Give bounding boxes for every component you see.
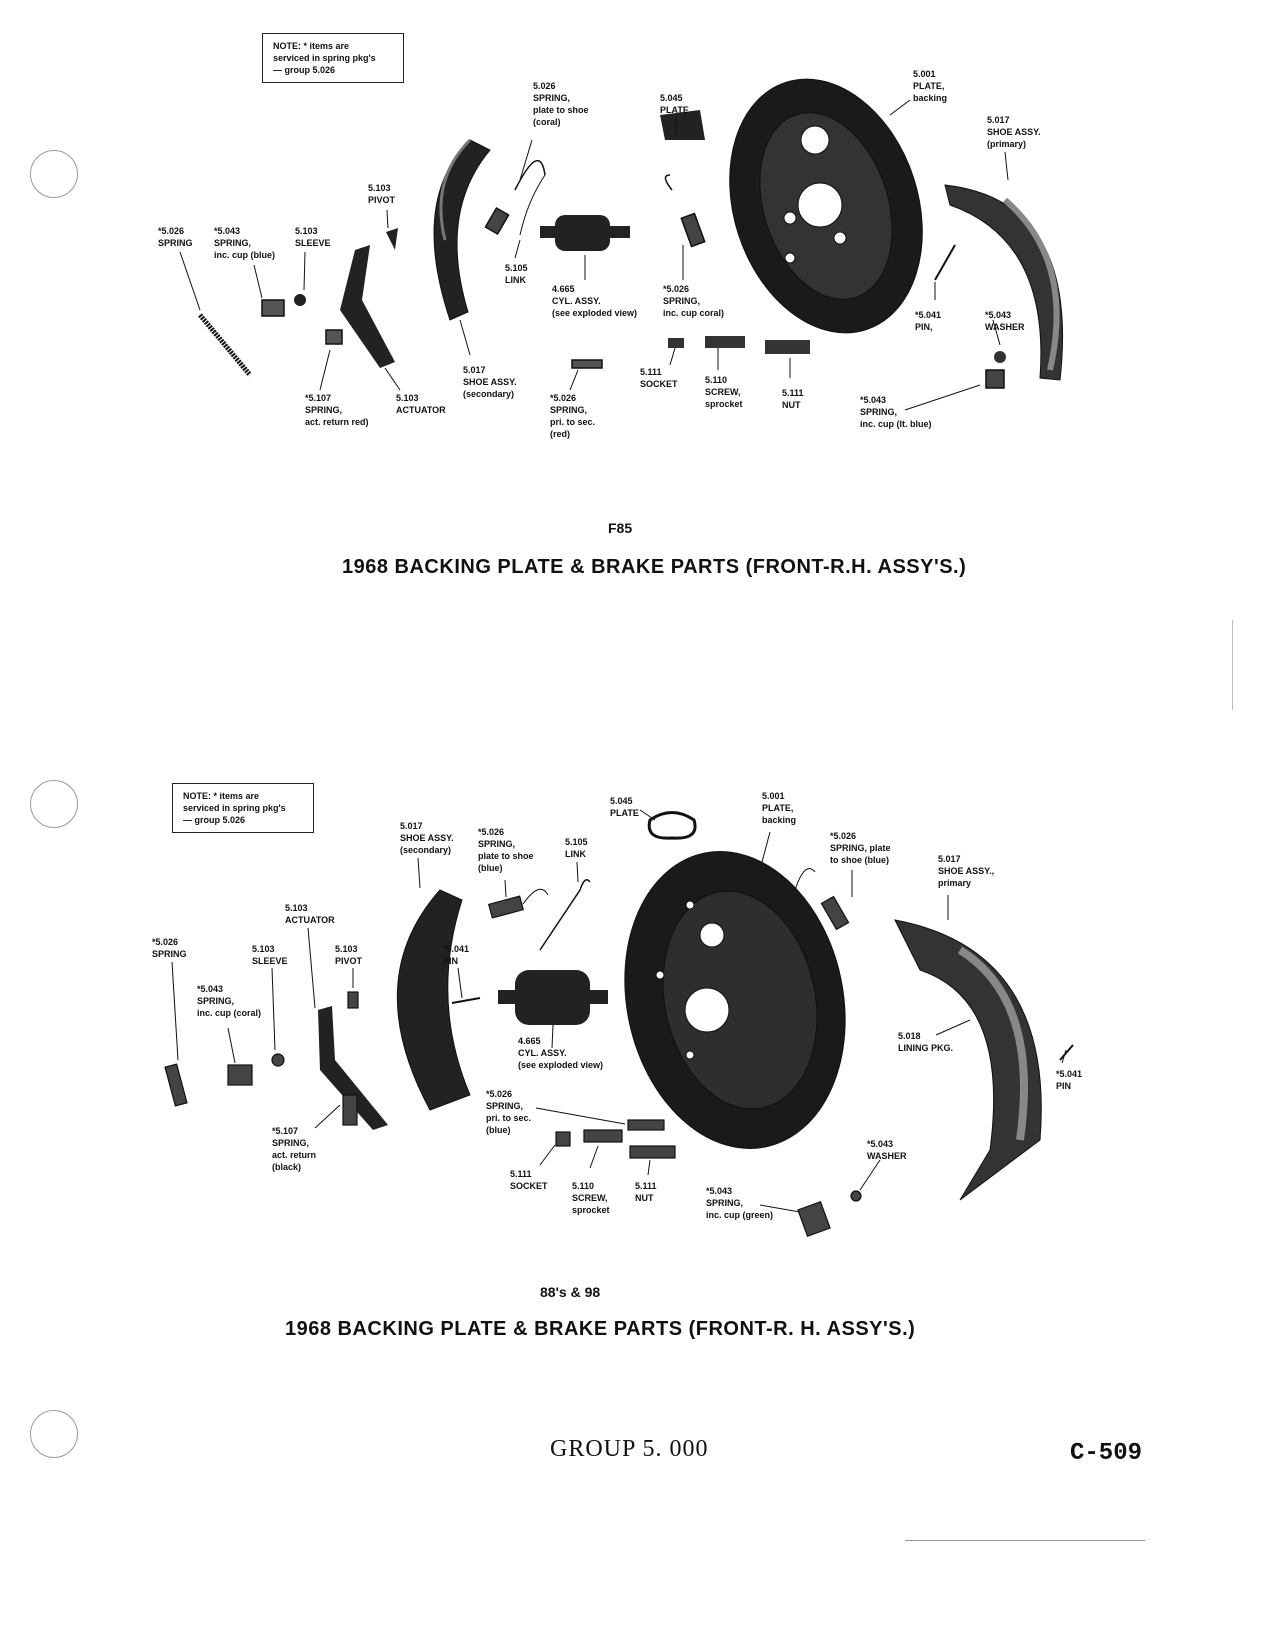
- punch-hole-bottom: [30, 1410, 78, 1458]
- group-number: GROUP 5. 000: [550, 1436, 709, 1462]
- bottom-note-box: NOTE: * items are serviced in spring pkg…: [172, 783, 314, 833]
- top-actuator: [340, 245, 395, 368]
- top-backing-plate: [729, 78, 923, 334]
- bottom-model-label: 88's & 98: [540, 1284, 601, 1300]
- top-parts-drawing: [179, 78, 1064, 411]
- bottom-leader-lines: [171, 809, 1067, 1213]
- top-caption: 1968 BACKING PLATE & BRAKE PARTS (FRONT-…: [342, 556, 967, 578]
- bottom-wheel-cylinder: [498, 970, 608, 1025]
- top-springs: [198, 159, 1005, 389]
- page-number: C-509: [1070, 1440, 1143, 1467]
- bottom-caption: 1968 BACKING PLATE & BRAKE PARTS (FRONT-…: [285, 1318, 916, 1340]
- punch-hole-middle: [30, 780, 78, 828]
- bottom-parts-drawing: [164, 809, 1074, 1238]
- punch-hole-top: [30, 150, 78, 198]
- top-secondary-shoe: [433, 139, 491, 321]
- top-model-label: F85: [608, 520, 633, 536]
- footer-rule: [905, 1540, 1145, 1541]
- top-leader-lines: [179, 99, 1009, 411]
- top-wheel-cylinder: [540, 215, 630, 251]
- top-adjuster: [668, 336, 1006, 363]
- top-note-box: NOTE: * items are serviced in spring pkg…: [262, 33, 404, 83]
- bottom-springs: [164, 895, 862, 1238]
- bottom-secondary-shoe: [396, 889, 471, 1111]
- bottom-backing-plate: [624, 851, 846, 1149]
- scan-margin-line: [1232, 620, 1233, 710]
